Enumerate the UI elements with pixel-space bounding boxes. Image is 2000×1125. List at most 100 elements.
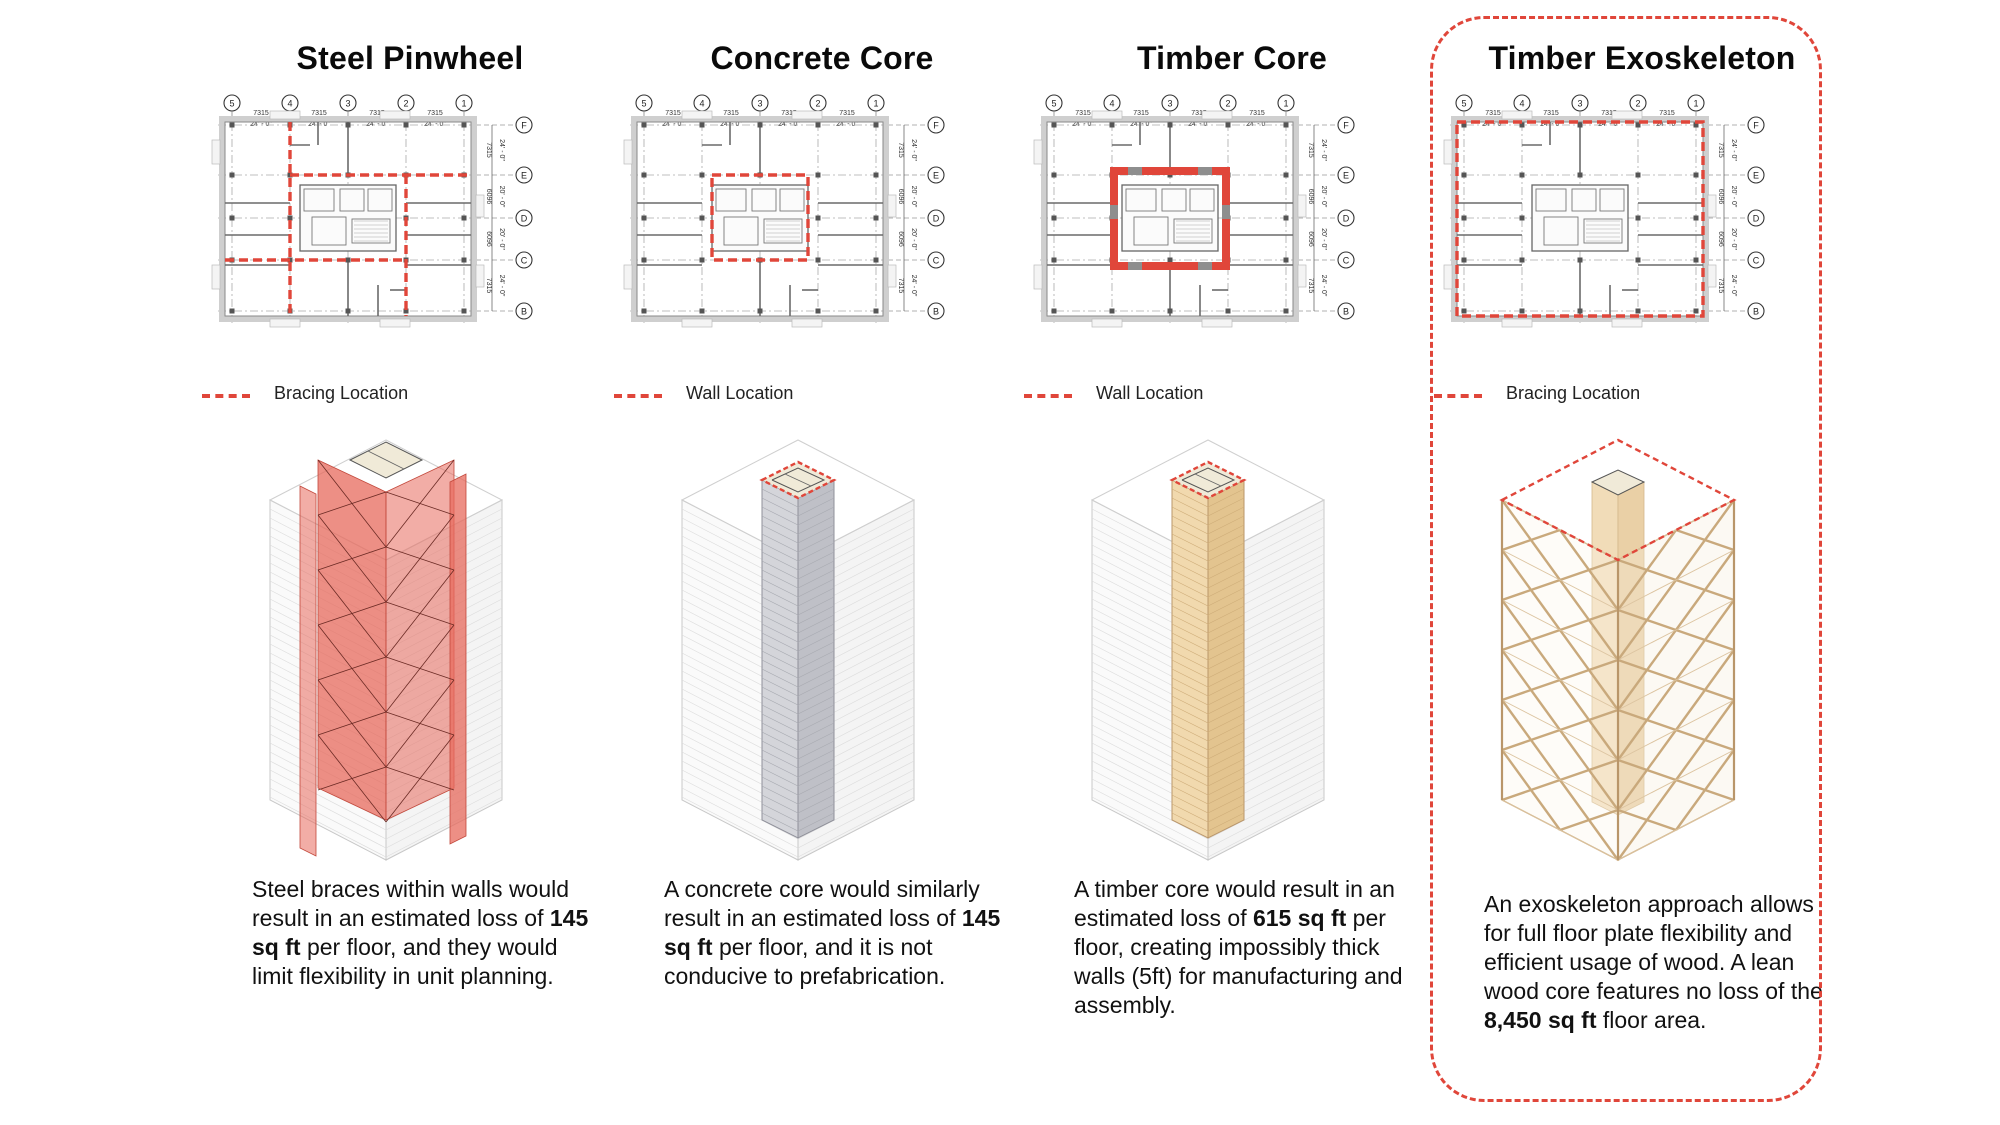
grid-bubble-label: 5 [641,99,646,109]
core-roof-detail [784,473,812,487]
description-timber-exoskeleton: An exoskeleton approach allows for full … [1484,890,1834,1035]
steel-brace-plane [449,473,467,845]
legend-label: Bracing Location [274,383,409,403]
dimension-ft: 24' - 0" [836,121,858,128]
grid-bubble-label: D [1753,214,1760,224]
dimension-ft: 24' - 0" [250,121,272,128]
grid-bubble-label: E [1343,171,1349,181]
dimension-mm: 6096 [485,189,492,205]
balcony [1501,110,1533,120]
structural-column [641,257,647,263]
grid-bubble [515,251,533,269]
slab-edge [1451,116,1709,322]
dimension-mm: 7315 [665,110,681,117]
diagrid-member [1675,778,1735,802]
core-floor-line [761,776,835,796]
core-floor-line [1171,524,1245,544]
dimension-ft: 24' - 0" [498,275,505,297]
core-room [723,216,759,246]
dimension-ft: 20' - 0" [910,186,917,208]
core-floor-line [761,749,835,769]
core-room [1583,218,1623,244]
grid-bubble [1747,166,1765,184]
description-highlight: 145 sq ft [252,905,589,960]
floor-slab-line [1617,599,1735,661]
bracing-location [1455,120,1705,318]
core-floor-line [761,668,835,688]
core-floor-line [1171,731,1245,751]
grid-bubble-label: 5 [1051,99,1056,109]
core-floor-line [761,623,835,643]
wall-opening [1128,167,1142,175]
floor-slab-line [1091,778,1325,840]
floor-slab-line [1501,649,1619,711]
dimension-ft: 24' - 0" [1540,121,1562,128]
structural-column [699,308,705,314]
balcony [887,264,897,288]
core-floor-line [1171,515,1245,535]
legend-timber-core: Wall Location [1022,383,1442,407]
structural-column [1519,172,1525,178]
core-floor-line [1171,650,1245,670]
dimension-ft: 20' - 0" [1320,186,1327,208]
floor-slab-line [1501,749,1619,811]
core-room [715,188,747,212]
dimension-ft: 24' - 0" [1730,139,1737,161]
description-text: per floor, and they would limit flexibil… [252,934,558,989]
legend-dash-swatch [1024,394,1072,398]
core-floor-line [761,497,835,517]
balcony [1611,110,1643,120]
balcony [681,110,713,120]
brace-diagonal [385,514,455,603]
structural-column [1167,122,1173,128]
structural-column [1109,308,1115,314]
dimension-mm: 7315 [1601,110,1617,117]
structural-column [1461,215,1467,221]
core-floor-line [761,560,835,580]
dimension-mm: 7315 [1249,110,1265,117]
balcony [1501,318,1533,328]
legend-steel-pinwheel: Bracing Location [200,383,620,407]
floor-slab-line [681,796,915,858]
core-floor-line [761,551,835,571]
structural-column [815,122,821,128]
diagrid-member [1675,628,1735,652]
grid-bubble [1337,166,1355,184]
slab-edge [1041,116,1299,322]
balcony [1091,318,1123,328]
core-floor-line [1171,587,1245,607]
floor-slab-line [1501,699,1619,761]
structural-column [345,257,351,263]
highlight-dashed-frame [1430,16,1822,1102]
structural-column [1635,257,1641,263]
structural-column [641,215,647,221]
diagrid-member [1501,628,1561,652]
grid-bubble [1747,116,1765,134]
structural-column [1109,122,1115,128]
diagrid-member [1501,778,1561,802]
grid-bubble-label: B [521,307,527,317]
dimension-ft: 24' - 0" [1188,121,1210,128]
core-floor-line [1171,542,1245,562]
grid-bubble [1747,251,1765,269]
dimension-mm: 7315 [253,110,269,117]
core-floor-line [1171,785,1245,805]
legend-concrete-core: Wall Location [612,383,1032,407]
dimension-ft: 24' - 0" [1320,275,1327,297]
grid-bubble-label: E [933,171,939,181]
grid-bubble-label: 4 [1109,99,1114,109]
core-floor-line [1171,488,1245,508]
description-text: A concrete core would similarly result i… [664,876,980,931]
dimension-ft: 20' - 0" [1320,228,1327,250]
steel-brace-plane [385,459,455,821]
floor-slab-line [1091,796,1325,858]
core-roof-plan [1590,469,1646,496]
grid-bubble [1337,209,1355,227]
core-roof-detail [1194,473,1222,487]
structural-column [815,257,821,263]
structural-column [1051,122,1057,128]
grid-bubble-label: 3 [757,99,762,109]
structural-column [1577,122,1583,128]
